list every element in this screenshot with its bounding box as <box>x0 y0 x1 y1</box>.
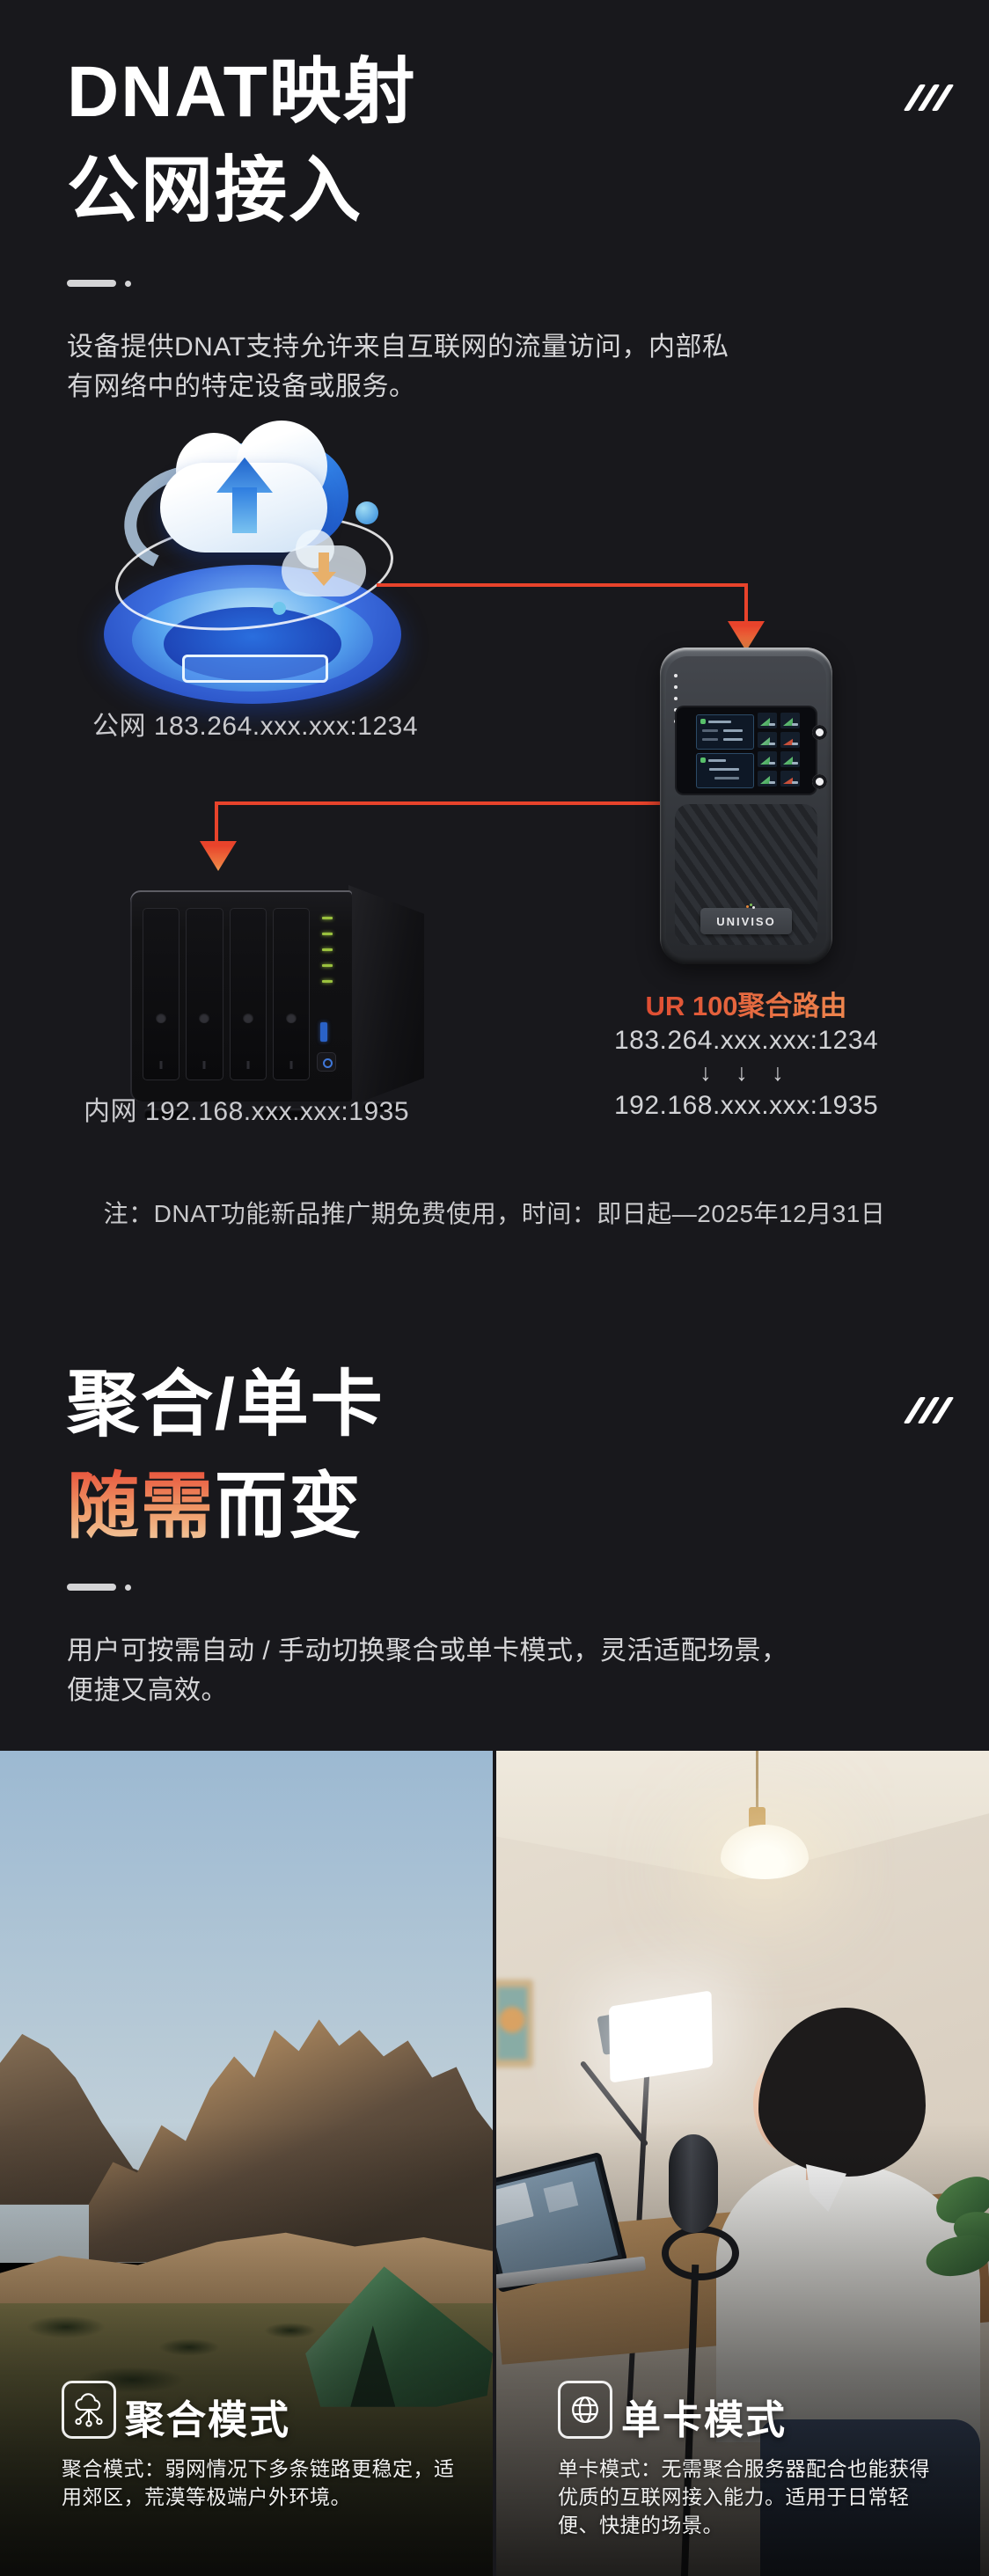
mode-caption: 聚合模式：弱网情况下多条链路更稳定，适用郊区，荒漠等极端户外环境。 <box>62 2457 455 2508</box>
nas-power-button <box>317 1052 336 1072</box>
photo-bottom-gradient <box>0 2122 493 2576</box>
connector-router-to-nas <box>216 801 660 805</box>
nas-usb-port <box>320 1022 327 1042</box>
router-button-bottom <box>812 774 827 789</box>
triple-slash-icon <box>903 1397 955 1423</box>
mode-caption: 单卡模式：无需聚合服务器配合也能获得优质的互联网接入能力。适用于日常轻便、快捷的… <box>558 2457 930 2536</box>
mode-label: 单卡模式 <box>621 2397 788 2442</box>
cloud-icon <box>160 421 348 561</box>
router-status-screen <box>677 707 816 794</box>
arrowhead-to-nas <box>200 841 237 871</box>
photo-bottom-gradient <box>496 2122 989 2576</box>
globe-icon <box>558 2381 612 2439</box>
dnat-title-line2: 公网接入 <box>67 150 363 231</box>
modes-title-line2: 随需而变 <box>67 1471 363 1543</box>
router-private-address: 192.168.xxx.xxx:1935 <box>614 1091 879 1120</box>
public-cloud-illustration <box>99 421 407 706</box>
router-public-address: 183.264.xxx.xxx:1234 <box>614 1026 879 1055</box>
modes-description: 用户可按需自动 / 手动切换聚合或单卡模式，灵活适配场景，便捷又高效。 <box>67 1636 788 1705</box>
led-fill-light <box>608 1990 714 2083</box>
mode-label: 聚合模式 <box>125 2397 291 2442</box>
dnat-description: 设备提供DNAT支持允许来自互联网的流量访问，内部私有网络中的特定设备或服务。 <box>67 333 729 401</box>
router-name-label: UR 100聚合路由 <box>614 984 878 1023</box>
pendant-lamp <box>720 1825 809 1879</box>
connector-cloud-to-router <box>377 583 748 587</box>
triple-slash-icon <box>903 84 955 111</box>
cloud-network-icon <box>62 2381 116 2439</box>
router-grille: UNIVISO <box>675 804 817 945</box>
modes-title-highlight: 随需 <box>67 1467 216 1547</box>
download-cloud-icon <box>282 530 366 596</box>
wall-picture <box>496 1980 533 2067</box>
photo-single-card-mode: 单卡模式 单卡模式：无需聚合服务器配合也能获得优质的互联网接入能力。适用于日常轻… <box>496 1751 989 2576</box>
promo-note: 注：DNAT功能新品推广期免费使用，时间：即日起—2025年12月31日 <box>103 1200 886 1227</box>
router-led-column <box>674 674 678 727</box>
nas-drive-bays <box>143 908 310 1080</box>
brand-name: UNIVISO <box>716 914 776 928</box>
dnat-title-line1: DNAT映射 <box>67 52 417 132</box>
ur100-router-illustration: UNIVISO <box>660 648 832 964</box>
router-button-top <box>812 725 827 740</box>
brand-plate: UNIVISO <box>700 904 792 934</box>
nas-illustration <box>130 882 426 1119</box>
mapping-arrows: ↓ ↓ ↓ <box>700 1059 793 1086</box>
modes-title-rest: 而变 <box>215 1467 363 1547</box>
nas-control-strip <box>315 910 345 1082</box>
arrowhead-to-router <box>728 621 765 651</box>
public-net-label: 公网 183.264.xxx.xxx:1234 <box>92 712 419 741</box>
modes-title-line1: 聚合/单卡 <box>67 1365 385 1445</box>
photo-aggregation-mode: 聚合模式 聚合模式：弱网情况下多条链路更稳定，适用郊区，荒漠等极端户外环境。 <box>0 1751 493 2576</box>
private-net-label: 内网 192.168.xxx.xxx:1935 <box>83 1097 410 1126</box>
